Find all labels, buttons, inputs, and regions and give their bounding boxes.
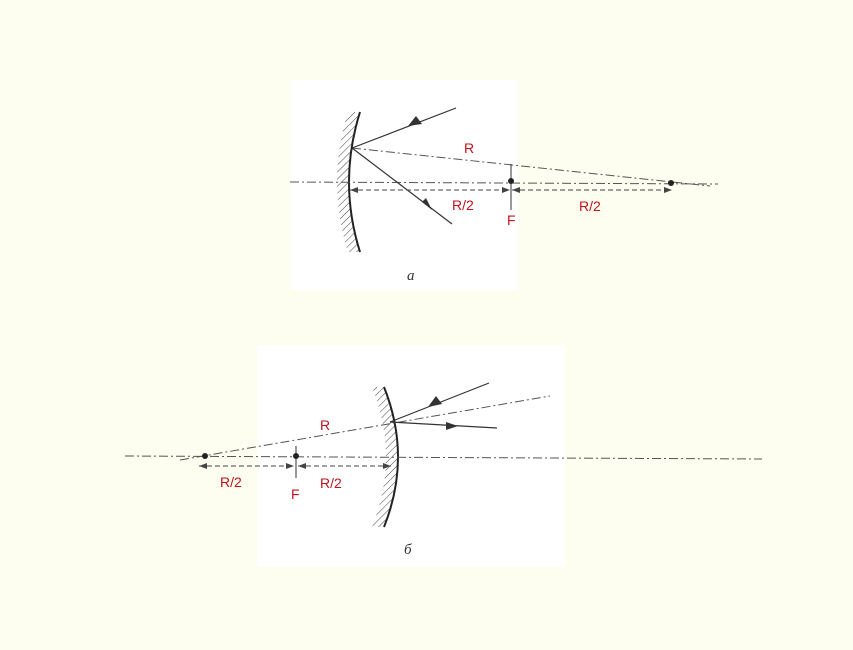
- label-radius-a: R: [464, 140, 474, 156]
- reflected-ray-a-arrow: [422, 198, 432, 210]
- reflected-ray-b-arrow: [446, 422, 458, 430]
- diagram-b-panel: [257, 345, 565, 567]
- caption-b: б: [404, 542, 412, 558]
- incident-ray-a-arrow: [408, 116, 422, 126]
- label-radius-b: R: [320, 417, 330, 433]
- center-point-a: [668, 180, 674, 186]
- optical-axis-b: [124, 455, 763, 460]
- focus-point-a: [508, 178, 514, 184]
- radius-line-b: [179, 395, 551, 461]
- label-half-right-b: R/2: [320, 475, 342, 491]
- caption-a: а: [407, 268, 415, 284]
- diagram-b: R R/2 R/2 F б: [124, 382, 763, 558]
- radius-line-a: [351, 147, 711, 187]
- incident-ray-b-arrow: [428, 396, 442, 407]
- incident-ray-a: [351, 107, 457, 149]
- diagram-a-panel: [290, 80, 518, 290]
- optical-axis-a: [289, 181, 719, 185]
- label-focus-a: F: [507, 212, 516, 228]
- focus-point-b: [293, 453, 299, 459]
- center-point-b: [202, 453, 208, 459]
- label-focus-b: F: [291, 486, 300, 502]
- diagram-a: R R/2 R/2 F а: [289, 107, 719, 284]
- reflected-ray-a: [351, 147, 453, 225]
- label-half-left-a: R/2: [452, 197, 474, 213]
- label-half-left-b: R/2: [220, 474, 242, 490]
- label-half-right-a: R/2: [579, 198, 601, 214]
- reflected-ray-b: [389, 421, 498, 429]
